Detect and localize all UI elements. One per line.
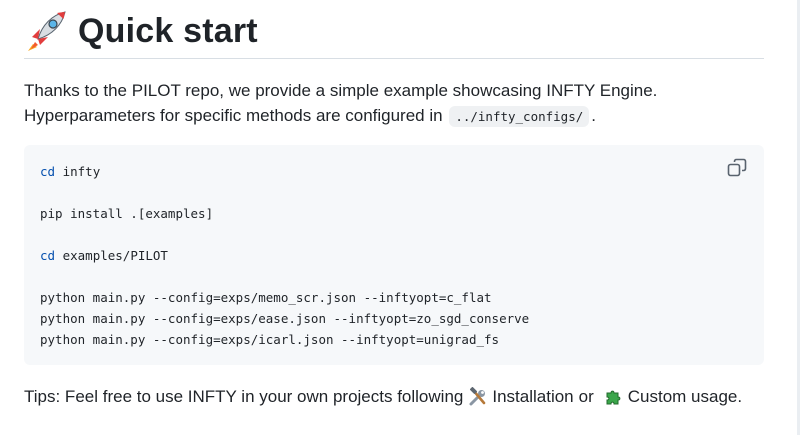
page-title: Quick start xyxy=(78,11,258,50)
intro-line-1: Thanks to the PILOT repo, we provide a s… xyxy=(24,81,658,100)
intro-line-2-period: . xyxy=(591,106,596,125)
code-command: cd xyxy=(40,164,56,179)
intro-line-2-text: Hyperparameters for specific methods are… xyxy=(24,106,443,125)
hammer-wrench-icon xyxy=(469,386,486,405)
custom-usage-link[interactable]: Custom usage xyxy=(627,387,738,406)
code-args: pip install .[examples] xyxy=(40,206,214,221)
code-line: python main.py --config=exps/memo_scr.js… xyxy=(40,290,492,305)
code-line: cd examples/PILOT xyxy=(40,248,168,263)
puzzle-piece-icon xyxy=(606,390,621,404)
tips-text: Tips: Feel free to use INFTY in your own… xyxy=(24,387,464,406)
code-args: python main.py --config=exps/ease.json -… xyxy=(40,311,530,326)
heading-divider xyxy=(24,58,764,59)
code-args: examples/PILOT xyxy=(55,248,168,263)
code-line: cd infty xyxy=(40,164,100,179)
intro-paragraph: Thanks to the PILOT repo, we provide a s… xyxy=(24,78,764,129)
installation-link[interactable]: Installation xyxy=(492,387,574,406)
scrollbar-track[interactable] xyxy=(797,0,800,435)
code-args: python main.py --config=exps/icarl.json … xyxy=(40,332,500,347)
code-block: cd infty pip install .[examples] cd exam… xyxy=(24,145,764,365)
rocket-icon xyxy=(28,11,66,51)
code-line: pip install .[examples] xyxy=(40,206,213,221)
section-heading: Quick start xyxy=(24,6,764,56)
code-args: infty xyxy=(55,164,101,179)
tips-period: . xyxy=(737,387,743,406)
intro-line-2: Hyperparameters for specific methods are… xyxy=(24,103,764,129)
code-line: python main.py --config=exps/icarl.json … xyxy=(40,332,499,347)
code-line: python main.py --config=exps/ease.json -… xyxy=(40,311,529,326)
copy-icon[interactable] xyxy=(726,157,748,179)
code-command: cd xyxy=(40,248,56,263)
config-path-code: ../infty_configs/ xyxy=(449,106,590,127)
tips-paragraph: Tips: Feel free to use INFTY in your own… xyxy=(24,384,784,409)
tips-connector: or xyxy=(578,387,594,406)
code-args: python main.py --config=exps/memo_scr.js… xyxy=(40,290,492,305)
